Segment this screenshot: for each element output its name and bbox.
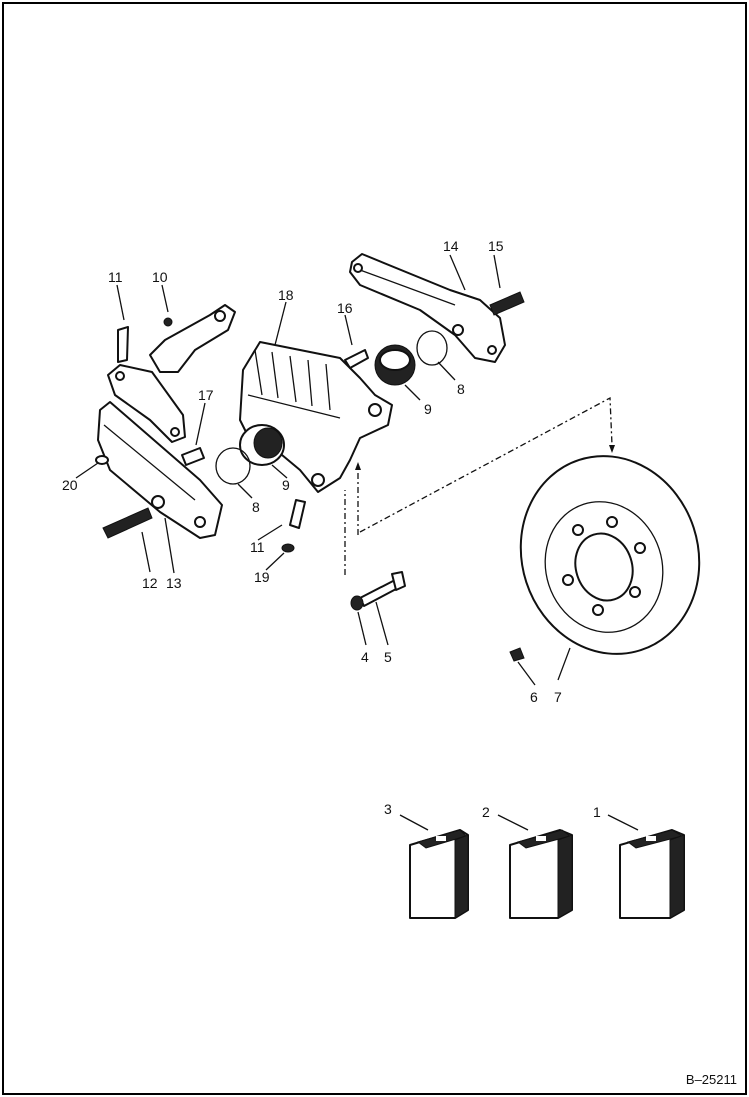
label-9-left: 9 bbox=[282, 477, 290, 493]
label-16: 16 bbox=[337, 300, 353, 316]
lower-bracket-arm bbox=[97, 401, 223, 539]
label-3: 3 bbox=[384, 801, 392, 817]
brake-pad-3 bbox=[409, 829, 469, 919]
screw-6 bbox=[509, 647, 525, 662]
seal-right bbox=[416, 330, 448, 366]
bolt-16 bbox=[344, 349, 369, 369]
label-5: 5 bbox=[384, 649, 392, 665]
label-1: 1 bbox=[593, 804, 601, 820]
label-12: 12 bbox=[142, 575, 158, 591]
label-19: 19 bbox=[254, 569, 270, 585]
label-8-left: 8 bbox=[252, 499, 260, 515]
upper-right-bracket bbox=[349, 253, 506, 363]
label-18: 18 bbox=[278, 287, 294, 303]
leader-lines bbox=[75, 254, 639, 831]
washer-20 bbox=[95, 455, 109, 465]
label-7: 7 bbox=[554, 689, 562, 705]
link-10 bbox=[149, 304, 236, 373]
caliper-body bbox=[239, 341, 393, 493]
label-6: 6 bbox=[530, 689, 538, 705]
part-labels: 11 10 18 16 14 15 9 8 17 9 8 20 11 19 12… bbox=[62, 238, 601, 820]
label-8-right: 8 bbox=[457, 381, 465, 397]
label-9-right: 9 bbox=[424, 401, 432, 417]
label-10: 10 bbox=[152, 269, 168, 285]
label-2: 2 bbox=[482, 804, 490, 820]
label-17: 17 bbox=[198, 387, 214, 403]
label-13: 13 bbox=[166, 575, 182, 591]
brake-pad-1 bbox=[619, 829, 685, 919]
pin-11-upper bbox=[117, 326, 129, 363]
piston-left bbox=[239, 424, 285, 466]
label-15: 15 bbox=[488, 238, 504, 254]
brake-disc bbox=[519, 455, 701, 655]
figure-reference: B–25211 bbox=[685, 1072, 737, 1087]
label-11-upper: 11 bbox=[108, 269, 123, 285]
washer-4 bbox=[350, 595, 364, 611]
piston-right bbox=[374, 344, 416, 386]
stud-15 bbox=[489, 291, 525, 316]
washer-19 bbox=[281, 543, 295, 553]
assembly-dash-line bbox=[344, 396, 615, 575]
brake-pad-2 bbox=[509, 829, 573, 919]
label-4: 4 bbox=[361, 649, 369, 665]
label-20: 20 bbox=[62, 477, 78, 493]
lower-bolt bbox=[102, 507, 153, 539]
label-14: 14 bbox=[443, 238, 459, 254]
seal-left bbox=[215, 447, 251, 485]
label-11-lower: 11 bbox=[250, 539, 265, 555]
pin-17 bbox=[181, 447, 205, 466]
bolt-5 bbox=[359, 571, 406, 607]
upper-left-plate bbox=[107, 364, 186, 443]
pin-11-lower bbox=[289, 499, 306, 529]
